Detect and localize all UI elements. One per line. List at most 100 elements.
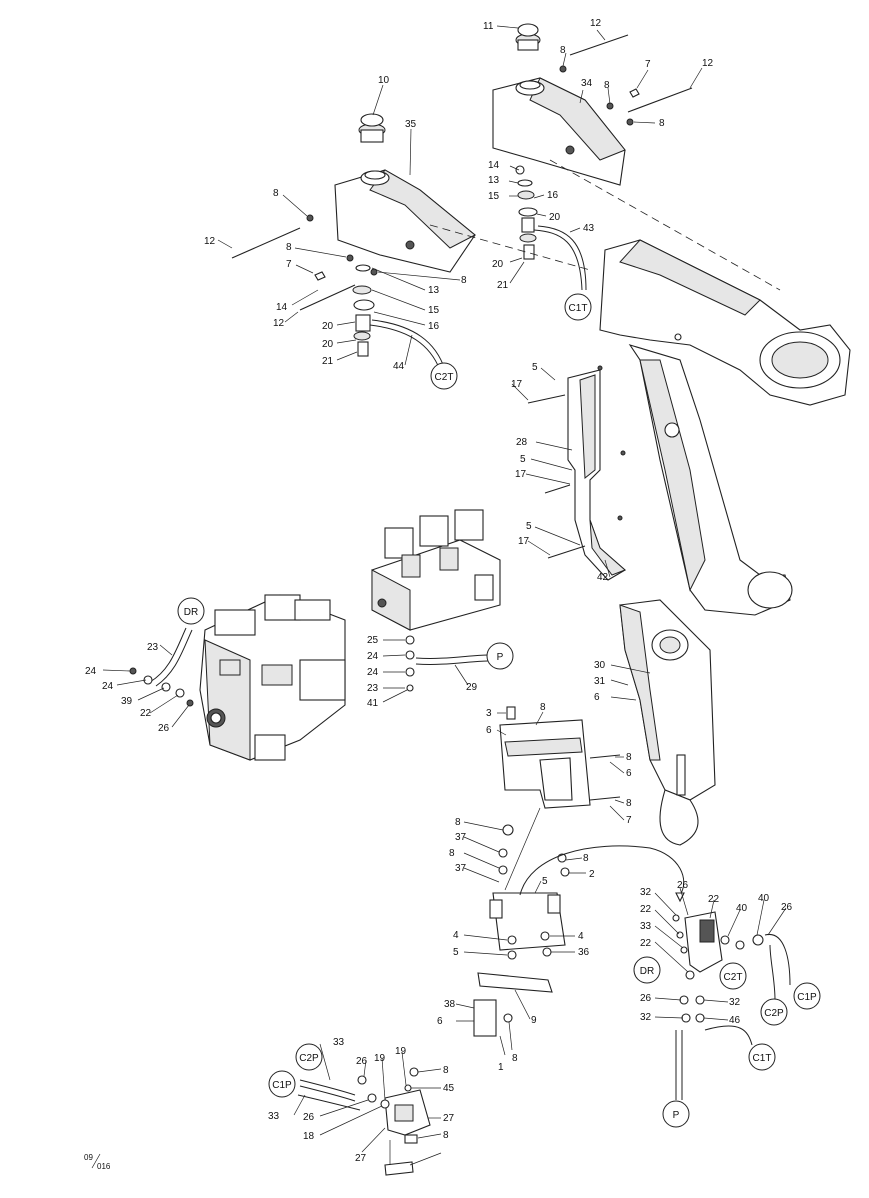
part-label: 41: [367, 698, 379, 709]
part-label: 33: [640, 921, 652, 932]
part-label: 3: [486, 708, 492, 719]
part-label: 24: [367, 651, 379, 662]
part-label: 28: [516, 437, 528, 448]
connector-c2t-right: C2T: [719, 962, 747, 990]
part-label: 5: [542, 876, 548, 887]
part-label: 17: [511, 379, 523, 390]
part-label: 22: [708, 894, 720, 905]
part-label: 8: [273, 188, 279, 199]
part-label: 46: [729, 1015, 741, 1026]
connector-c1p-right: C1P: [793, 982, 821, 1010]
part-label: 34: [581, 78, 593, 89]
part-label: 8: [604, 80, 610, 91]
part-label: 23: [367, 683, 379, 694]
hydraulic-tank-left: [231, 113, 591, 371]
drawing-number-bottom: 016: [97, 1162, 111, 1171]
part-label: 12: [204, 236, 216, 247]
connector-c1t-right: C1T: [748, 1043, 776, 1071]
part-label: 8: [540, 702, 546, 713]
part-number-labels: 11 12 8 7 12 8 34 8 14 13 15 16 20 43 20…: [85, 18, 793, 1164]
part-label: 7: [286, 259, 292, 270]
pump-engine-assembly: [129, 594, 346, 761]
part-label: 40: [758, 893, 770, 904]
part-label: 26: [781, 902, 793, 913]
valve-block-middle: [371, 509, 501, 692]
part-label: 26: [356, 1056, 368, 1067]
part-label: 43: [583, 223, 595, 234]
connector-bubbles: C1T C2T DR P DR C2T C1P C2P: [177, 293, 821, 1128]
part-label: 30: [594, 660, 606, 671]
connector-label: C2P: [299, 1053, 319, 1064]
part-label: 8: [461, 275, 467, 286]
part-label: 8: [455, 817, 461, 828]
connector-label: P: [673, 1110, 680, 1121]
part-label: 24: [367, 667, 379, 678]
part-label: 38: [444, 999, 456, 1010]
connector-p-mid: P: [486, 642, 514, 670]
pedal-plate: [527, 365, 626, 581]
part-label: 19: [374, 1053, 386, 1064]
part-label: 45: [443, 1083, 455, 1094]
connector-label: C2P: [764, 1008, 784, 1019]
part-label: 33: [268, 1111, 280, 1122]
part-label: 5: [520, 454, 526, 465]
drawing-reference: 09 016: [84, 1153, 111, 1171]
connector-c1t-top: C1T: [564, 293, 592, 321]
part-label: 35: [405, 119, 417, 130]
part-label: 17: [518, 536, 530, 547]
part-label: 32: [640, 887, 652, 898]
part-label: 8: [659, 118, 665, 129]
part-label: 6: [626, 768, 632, 779]
part-label: 27: [443, 1113, 455, 1124]
part-label: 9: [531, 1015, 537, 1026]
part-label: 26: [158, 723, 170, 734]
part-label: 5: [526, 521, 532, 532]
part-label: 15: [428, 305, 440, 316]
part-label: 17: [515, 469, 527, 480]
part-label: 26: [640, 993, 652, 1004]
drawing-number-top: 09: [84, 1153, 93, 1162]
part-label: 22: [140, 708, 152, 719]
part-label: 31: [594, 676, 606, 687]
part-label: 26: [677, 880, 689, 891]
part-label: 16: [428, 321, 440, 332]
part-label: 4: [578, 931, 584, 942]
part-label: 18: [303, 1131, 315, 1142]
part-label: 37: [455, 863, 467, 874]
part-label: 24: [102, 681, 114, 692]
part-label: 14: [276, 302, 288, 313]
part-label: 8: [449, 848, 455, 859]
connector-label: C1P: [797, 992, 817, 1003]
part-label: 26: [303, 1112, 315, 1123]
part-label: 8: [512, 1053, 518, 1064]
part-label: 44: [393, 361, 405, 372]
connector-label: C1P: [272, 1080, 292, 1091]
part-label: 12: [273, 318, 285, 329]
part-label: 21: [497, 280, 509, 291]
part-label: 8: [583, 853, 589, 864]
part-label: 2: [589, 869, 595, 880]
part-label: 4: [453, 930, 459, 941]
part-label: 36: [578, 947, 590, 958]
part-label: 8: [560, 45, 566, 56]
part-label: 6: [437, 1016, 443, 1027]
part-label: 27: [355, 1153, 367, 1164]
part-label: 12: [590, 18, 602, 29]
part-label: 20: [492, 259, 504, 270]
part-label: 14: [488, 160, 500, 171]
connector-label: C2T: [724, 972, 743, 983]
leader-lines: [102, 25, 787, 1166]
part-label: 5: [532, 362, 538, 373]
mounting-plate: [473, 824, 685, 1037]
connector-label: C1T: [569, 303, 588, 314]
part-label: 6: [486, 725, 492, 736]
cover-bracket: [499, 706, 621, 891]
part-label: 19: [395, 1046, 407, 1057]
part-label: 24: [85, 666, 97, 677]
part-label: 22: [640, 938, 652, 949]
part-label: 8: [443, 1130, 449, 1141]
part-label: 32: [729, 997, 741, 1008]
connector-c2p-bottom: C2P: [295, 1043, 323, 1071]
part-label: 1: [498, 1062, 504, 1073]
